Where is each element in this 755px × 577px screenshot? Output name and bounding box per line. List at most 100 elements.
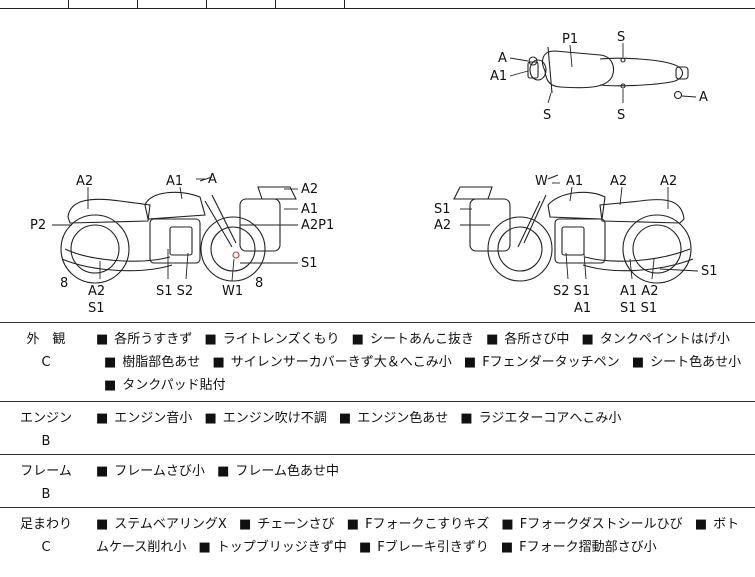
callout-a-left: A <box>498 51 507 66</box>
bullet-icon: ■ <box>96 332 109 347</box>
right-view-bike <box>453 174 694 284</box>
callout-right-s2-s1: S2 S1 <box>553 284 590 299</box>
callout-a-right: A <box>699 90 708 105</box>
bullet-icon: ■ <box>500 540 514 555</box>
callout-left-s1-s2: S1 S2 <box>156 284 193 299</box>
callout-s-top: S <box>617 30 625 45</box>
bullet-icon: ■ <box>358 540 372 555</box>
callout-left-a1-tank: A1 <box>166 174 183 189</box>
condition-item: チェーンさび <box>257 517 335 532</box>
callout-right-s1-muffler: S1 <box>701 264 718 279</box>
row-category: 足まわり <box>19 517 72 532</box>
row-grade: C <box>41 355 51 370</box>
row-label: エンジン B <box>0 407 92 453</box>
callout-s-bottom-right: S <box>617 108 625 123</box>
condition-item: Fフェンダータッチペン <box>482 355 620 370</box>
row-category: エンジン <box>19 411 72 426</box>
bullet-icon: ■ <box>460 411 473 426</box>
bullet-icon: ■ <box>694 517 708 532</box>
bullet-icon: ■ <box>631 355 645 370</box>
bullet-icon: ■ <box>486 332 499 347</box>
bullet-icon: ■ <box>96 411 109 426</box>
bullet-icon: ■ <box>96 517 109 532</box>
condition-item: タンクペイントはげ小 <box>599 332 730 347</box>
top-view-bike <box>527 46 689 100</box>
row-items: ■ ステムベアリングX ■ チェーンさび ■ Fフォークこすりキズ ■ Fフォークダスト… <box>96 508 755 577</box>
bullet-icon: ■ <box>204 332 217 347</box>
condition-item: フレーム色あせ中 <box>235 464 339 479</box>
callout-s-bottom-left: S <box>543 108 551 123</box>
row-label: 足まわり C <box>0 513 92 559</box>
callout-left-a1-cowl: A1 <box>301 202 318 217</box>
row-label: フレーム B <box>0 460 92 506</box>
row-category: フレーム <box>20 464 72 479</box>
row-exterior: 外 観 C ■各所うすきず ■ライトレンズくもり ■シートあんこ抜き ■各所さび… <box>0 322 755 401</box>
row-grade: B <box>41 487 51 502</box>
row-engine: エンジン B ■ エンジン音小 ■ エンジン吹け不調 ■ エンジン色あせ ■ ラジエター… <box>0 401 755 454</box>
condition-item: Fフォークこすりキズ <box>365 517 490 532</box>
condition-item: 各所さび中 <box>504 332 570 347</box>
callout-left-a2-bottom: A2 <box>88 284 105 299</box>
bullet-icon: ■ <box>581 332 594 347</box>
callout-p1: P1 <box>562 32 578 47</box>
bullet-icon: ■ <box>463 355 477 370</box>
bullet-icon: ■ <box>96 464 109 479</box>
callout-left-p2: P2 <box>30 218 46 233</box>
condition-item: ボトムケース削れ小 <box>96 517 740 555</box>
row-grade: B <box>41 434 51 449</box>
row-items: ■ フレームさび小 ■ フレーム色あせ中 <box>96 455 755 507</box>
callout-right-w: W <box>535 174 548 189</box>
callout-left-a-light: A <box>208 172 217 187</box>
bullet-icon: ■ <box>212 355 225 370</box>
condition-item: Fフォークダストシールひび <box>519 517 683 532</box>
condition-item: タンクパッド貼付 <box>122 378 226 393</box>
condition-item: エンジン音小 <box>114 411 193 426</box>
condition-item: フレームさび小 <box>114 464 205 479</box>
callout-left-8-rear: 8 <box>60 276 68 291</box>
left-view-bike <box>60 176 297 284</box>
bullet-icon: ■ <box>351 332 364 347</box>
right-view-callouts: W A1 A2 A2 S1 A2 S1 S2 S1 A1 A1 A2 S1 S1 <box>434 174 718 316</box>
bullet-icon: ■ <box>104 378 117 393</box>
row-suspension: 足まわり C ■ ステムベアリングX ■ チェーンさび ■ Fフォークこすりキズ ■ F… <box>0 507 755 577</box>
row-category: 外 観 <box>26 332 66 347</box>
condition-item: ステムベアリングX <box>114 517 227 532</box>
top-table-strip <box>0 0 755 9</box>
condition-rows: 外 観 C ■各所うすきず ■ライトレンズくもり ■シートあんこ抜き ■各所さび… <box>0 322 755 577</box>
condition-item: 各所うすきず <box>114 332 193 347</box>
callout-left-8-front: 8 <box>255 276 263 291</box>
row-items: ■ エンジン音小 ■ エンジン吹け不調 ■ エンジン色あせ ■ ラジエターコアへこみ小 <box>96 402 755 454</box>
condition-item: シートあんこ抜き <box>369 332 474 347</box>
row-items: ■各所うすきず ■ライトレンズくもり ■シートあんこ抜き ■各所さび中 ■タンク… <box>96 323 755 401</box>
bullet-icon: ■ <box>346 517 360 532</box>
condition-item: エンジン色あせ <box>357 411 449 426</box>
callout-right-s1-s1: S1 S1 <box>620 301 657 316</box>
callout-left-a2-cowl: A2 <box>301 182 318 197</box>
callout-left-w1: W1 <box>222 284 243 299</box>
motorcycle-damage-diagram: P1 S A A1 A S S <box>0 9 755 322</box>
callout-left-s1-bottom: S1 <box>88 301 105 316</box>
bullet-icon: ■ <box>204 411 217 426</box>
bullet-icon: ■ <box>501 517 514 532</box>
top-view-callouts: P1 S A A1 A S S <box>490 30 708 123</box>
condition-item: トップブリッジきず中 <box>216 540 347 555</box>
callout-right-a1-a2: A1 A2 <box>620 284 658 299</box>
bullet-icon: ■ <box>217 464 230 479</box>
condition-item: エンジン吹け不調 <box>222 411 327 426</box>
callout-right-a2-cowl: A2 <box>434 218 451 233</box>
callout-a1: A1 <box>490 69 507 84</box>
left-view-callouts: A2 A1 A A2 A1 A2P1 P2 S1 8 8 A2 S1 S1 S2… <box>30 172 334 316</box>
condition-item: Fブレーキ引きずり <box>377 540 489 555</box>
callout-right-s1-cowl: S1 <box>434 202 451 217</box>
condition-item: ラジエターコアへこみ小 <box>478 411 622 426</box>
callout-left-a2-rear: A2 <box>76 174 93 189</box>
bullet-icon: ■ <box>104 355 117 370</box>
row-frame: フレーム B ■ フレームさび小 ■ フレーム色あせ中 <box>0 454 755 507</box>
callout-left-a2p1: A2P1 <box>301 218 334 233</box>
bullet-icon: ■ <box>338 411 352 426</box>
condition-item: サイレンサーカバーきず大＆へこみ小 <box>230 355 452 370</box>
callout-right-a1-bottom: A1 <box>574 301 591 316</box>
callout-right-a1-tank: A1 <box>566 174 583 189</box>
condition-item: シート色あせ小 <box>650 355 742 370</box>
condition-item: 樹脂部色あせ <box>122 355 201 370</box>
